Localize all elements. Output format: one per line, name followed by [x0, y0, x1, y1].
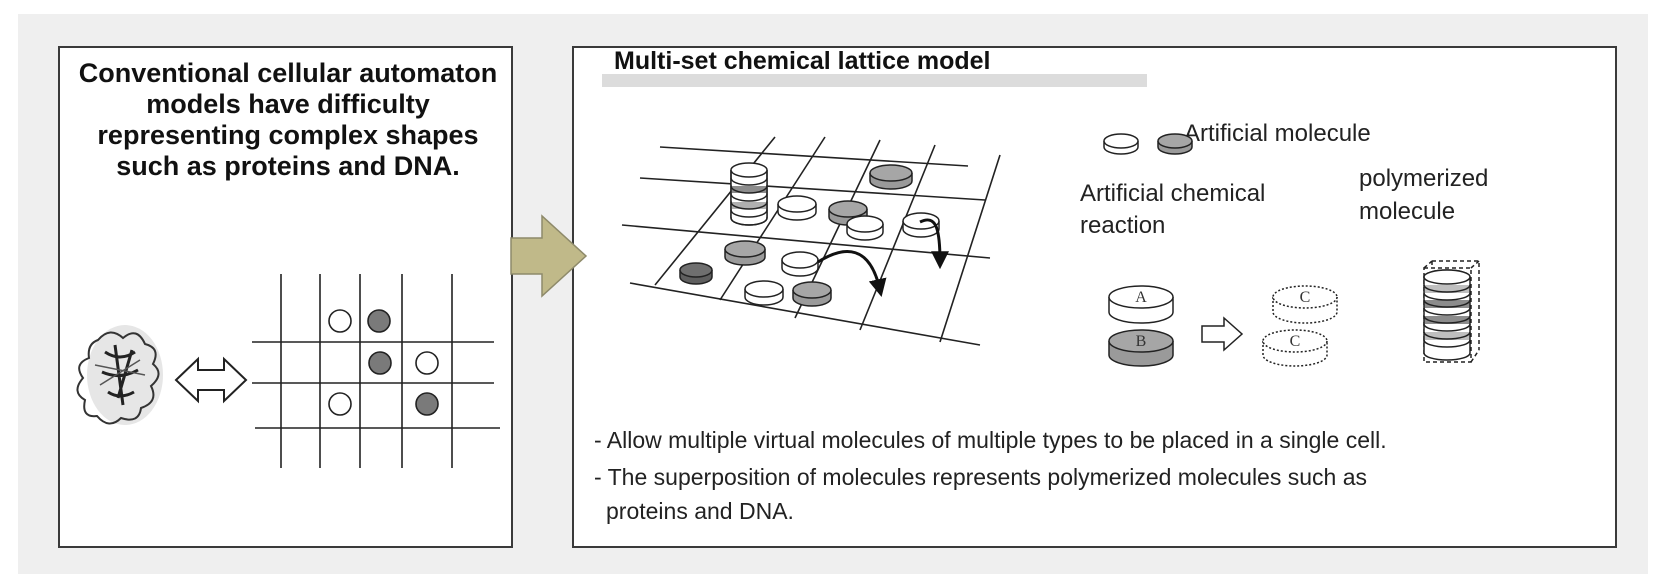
conventional-model-caption: Conventional cellular automaton models h… — [78, 58, 498, 181]
conventional-model-panel: Conventional cellular automaton models h… — [58, 46, 513, 548]
perspective-lattice — [621, 136, 1001, 346]
polymer-label-line1: polymerized — [1359, 165, 1489, 192]
polymer-label-line2: molecule — [1359, 198, 1456, 225]
bullet-item: - Allow multiple virtual molecules of mu… — [594, 427, 1387, 453]
disc-label-b: B — [1136, 333, 1147, 350]
grid-molecules — [328, 309, 439, 416]
movement-arrows — [817, 218, 949, 298]
panel-title: Multi-set chemical lattice model — [614, 47, 991, 75]
bullet-item: - The superposition of molecules represe… — [594, 464, 1368, 490]
disc-label-c2: C — [1290, 333, 1301, 350]
reaction-label-line1: Artificial chemical — [1080, 180, 1266, 207]
reaction-diagram — [1108, 285, 1338, 367]
disc-label-c1: C — [1300, 289, 1311, 306]
double-arrow-icon — [174, 356, 248, 404]
polymer-stack — [730, 162, 768, 226]
bullet-item: proteins and DNA. — [606, 498, 794, 524]
transition-arrow-icon — [510, 214, 588, 298]
lattice-molecules — [679, 162, 940, 307]
disc-label-a: A — [1135, 289, 1147, 306]
protein-structure-icon — [76, 325, 163, 425]
description-list: - Allow multiple virtual molecules of mu… — [594, 424, 1604, 527]
cellular-automaton-grid — [252, 274, 500, 468]
title-underline — [602, 74, 1147, 87]
reaction-label-line2: reaction — [1080, 212, 1166, 239]
legend-molecules — [1103, 133, 1193, 155]
polymerized-molecule-icon — [1423, 260, 1480, 363]
legend-label-artificial-molecule: Artificial molecule — [1184, 120, 1371, 147]
